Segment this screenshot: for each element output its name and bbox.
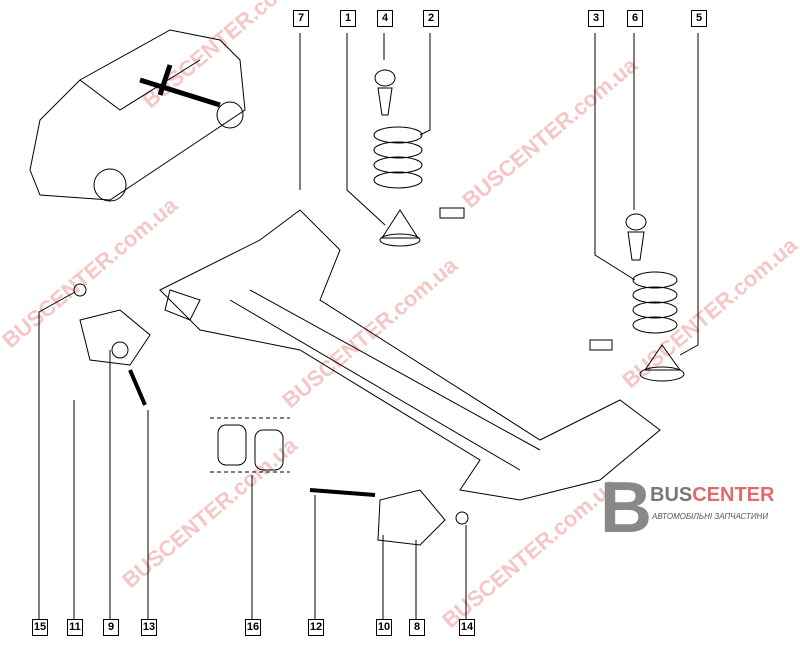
callout-1[interactable]: 1	[340, 10, 356, 27]
callout-12[interactable]: 12	[308, 619, 324, 636]
callout-6[interactable]: 6	[627, 10, 643, 27]
logo-mark: B	[600, 468, 652, 548]
buscenter-logo: B BUSCENTER АВТОМОБІЛЬНІ ЗАПЧАСТИНИ	[600, 472, 800, 552]
callout-2[interactable]: 2	[423, 10, 439, 27]
callout-4[interactable]: 4	[377, 10, 393, 27]
callout-9[interactable]: 9	[103, 619, 119, 636]
rear-axle-beam	[159, 209, 661, 501]
callout-5[interactable]: 5	[691, 10, 707, 27]
callout-3[interactable]: 3	[588, 10, 604, 27]
logo-name: BUSCENTER	[650, 484, 774, 507]
callout-7[interactable]: 7	[293, 10, 309, 27]
logo-prefix: BUS	[650, 484, 693, 506]
spring-left	[373, 69, 465, 247]
spring-right	[589, 213, 685, 382]
logo-tagline: АВТОМОБІЛЬНІ ЗАПЧАСТИНИ	[652, 512, 769, 521]
leader-lines	[38, 33, 699, 620]
callout-15[interactable]: 15	[32, 619, 48, 636]
bushings	[210, 417, 290, 473]
callout-14[interactable]: 14	[459, 619, 475, 636]
callout-13[interactable]: 13	[141, 619, 157, 636]
callout-8[interactable]: 8	[409, 619, 425, 636]
brackets	[73, 283, 469, 546]
callout-11[interactable]: 11	[67, 619, 83, 636]
callout-10[interactable]: 10	[376, 619, 392, 636]
logo-suffix: CENTER	[692, 484, 775, 506]
callout-16[interactable]: 16	[245, 619, 261, 636]
car-illustration	[29, 29, 246, 202]
